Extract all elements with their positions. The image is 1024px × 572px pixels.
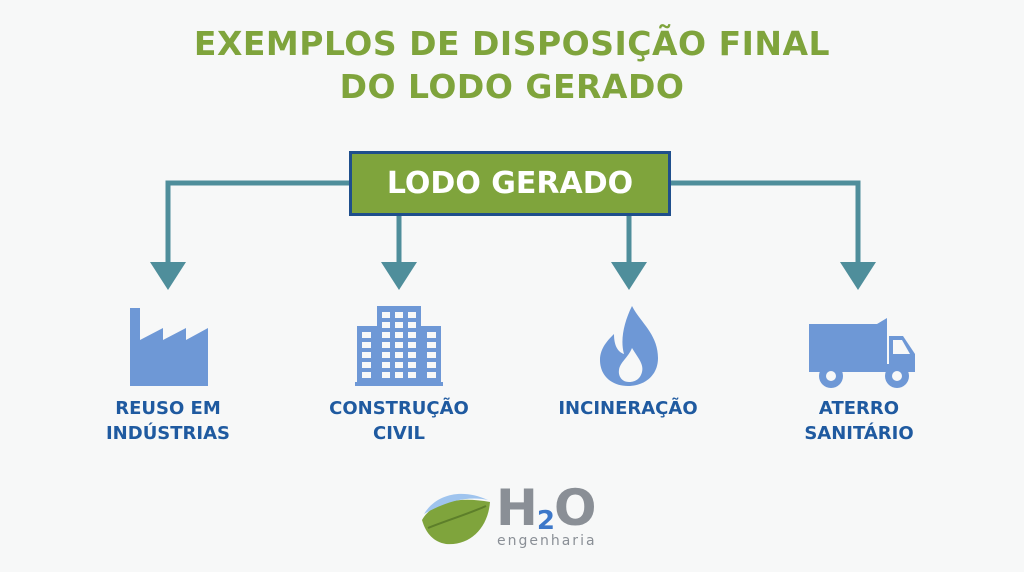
title-line-2: DO LODO GERADO [339, 67, 685, 106]
logo-tagline: engenharia [497, 533, 597, 549]
node-construcao-civil: CONSTRUÇÃO CIVIL [299, 300, 499, 446]
h2o-engenharia-logo: H2O engenharia [418, 478, 618, 558]
dump-truck-icon [809, 318, 915, 388]
connector-line-4 [670, 180, 861, 268]
node-aterro-sanitario: ATERRO SANITÁRIO [759, 300, 959, 446]
leaf-logo-icon [422, 493, 490, 545]
root-node-label: LODO GERADO [386, 166, 634, 201]
arrowhead-4 [840, 262, 876, 290]
node-label: ATERRO SANITÁRIO [804, 398, 914, 444]
factory-icon [130, 308, 208, 386]
logo-brand: H2O [496, 479, 596, 537]
arrowhead-1 [150, 262, 186, 290]
node-incineracao: INCINERAÇÃO [528, 300, 728, 421]
root-node-lodo-gerado: LODO GERADO [349, 151, 671, 216]
node-label: INCINERAÇÃO [558, 398, 698, 419]
arrowhead-2 [381, 262, 417, 290]
diagram-title: EXEMPLOS DE DISPOSIÇÃO FINAL DO LODO GER… [0, 22, 1024, 108]
node-label: REUSO EM INDÚSTRIAS [105, 398, 230, 444]
flame-icon [600, 306, 658, 386]
node-label: CONSTRUÇÃO CIVIL [329, 398, 469, 444]
title-line-1: EXEMPLOS DE DISPOSIÇÃO FINAL [193, 24, 831, 63]
connector-line-1 [165, 180, 350, 268]
arrowhead-3 [611, 262, 647, 290]
node-reuso-industrias: REUSO EM INDÚSTRIAS [68, 300, 268, 446]
building-icon [355, 306, 443, 386]
